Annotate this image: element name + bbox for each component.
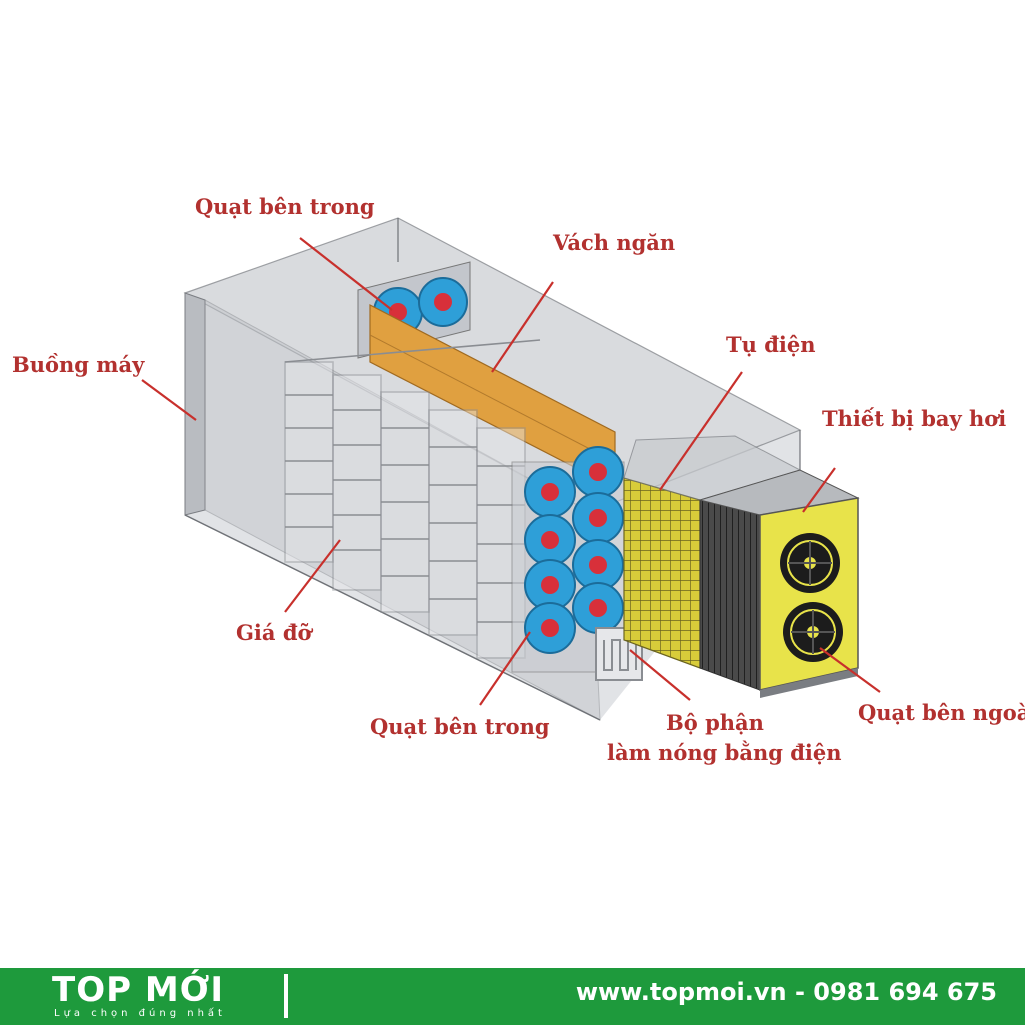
contact-info[interactable]: www.topmoi.vn - 0981 694 675 xyxy=(575,978,997,1006)
brand-logo[interactable]: TOP MỚI xyxy=(52,970,225,1010)
footer-divider xyxy=(284,974,288,1018)
fan-icon xyxy=(524,602,576,654)
label-capacitor: Tụ điện xyxy=(726,332,816,357)
label-heater-line2: làm nóng bằng điện xyxy=(607,740,842,765)
label-internal-fan-bottom: Quạt bên trong xyxy=(370,714,550,739)
label-partition: Vách ngăn xyxy=(552,230,675,255)
drying-chamber-diagram: Quạt bên trong Vách ngăn Buồng máy Tụ đi… xyxy=(12,194,1025,765)
label-evaporator: Thiết bị bay hơi xyxy=(822,406,1006,431)
brand-tagline: Lựa chọn đúng nhất xyxy=(54,1008,226,1019)
external-fan-icon xyxy=(780,533,840,593)
label-external-fan: Quạt bên ngoài xyxy=(858,700,1025,725)
label-chamber: Buồng máy xyxy=(12,352,145,377)
external-fan-icon xyxy=(783,602,843,662)
fan-icon xyxy=(524,466,576,518)
fan-icon xyxy=(572,539,624,591)
fan-icon xyxy=(572,582,624,634)
fan-icon xyxy=(572,446,624,498)
fan-icon xyxy=(418,277,468,327)
fan-icon xyxy=(572,492,624,544)
label-internal-fan-top: Quạt bên trong xyxy=(195,194,375,219)
leader-lines xyxy=(141,237,881,706)
fan-icon xyxy=(524,559,576,611)
footer-bar: TOP MỚI Lựa chọn đúng nhất www.topmoi.vn… xyxy=(0,968,1025,1025)
label-heater-line1: Bộ phận xyxy=(666,710,764,735)
fan-icon xyxy=(524,514,576,566)
capacitor-mesh xyxy=(623,435,802,669)
evaporator-unit xyxy=(698,469,860,698)
label-rack: Giá đỡ xyxy=(236,620,314,645)
